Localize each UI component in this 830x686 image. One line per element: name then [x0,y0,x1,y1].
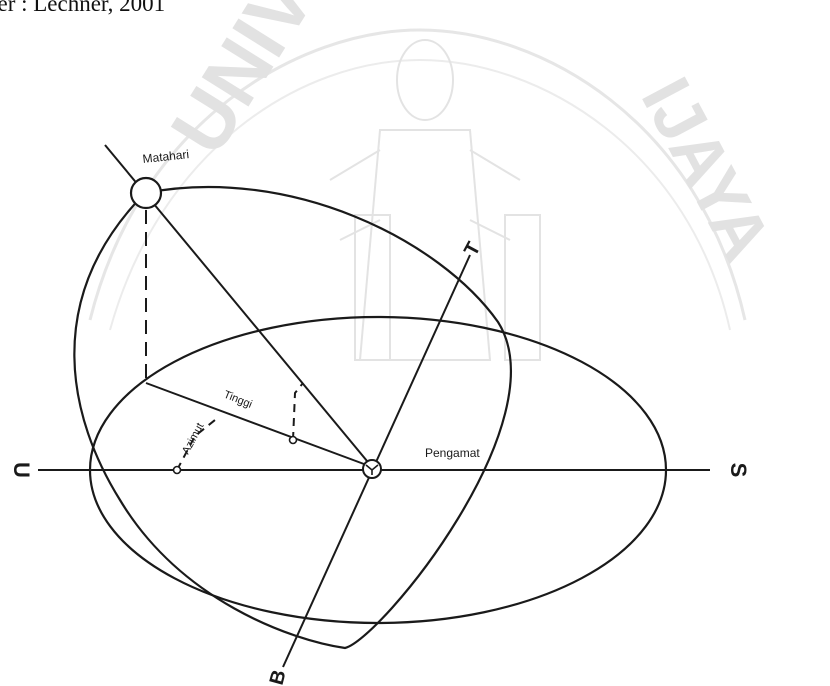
north-label: U [9,462,34,478]
altitude-arc-indicator [293,383,303,440]
university-watermark: UNIVE IJAYA [90,0,786,360]
sun-label: Matahari [142,147,190,166]
west-label: B [266,668,291,686]
azimuth-label: Azimut [180,421,206,456]
observer-label: Pengamat [425,446,480,460]
altitude-marker [290,437,297,444]
watermark-text-right: IJAYA [627,65,787,272]
azimuth-marker [174,467,181,474]
watermark-text-left: UNIVE [154,0,359,169]
altitude-label: Tinggi [222,389,254,411]
sun-icon [131,178,161,208]
south-label: S [726,463,751,478]
watermark-statue-emblem [330,40,540,360]
sun-path-orbit [74,187,511,648]
